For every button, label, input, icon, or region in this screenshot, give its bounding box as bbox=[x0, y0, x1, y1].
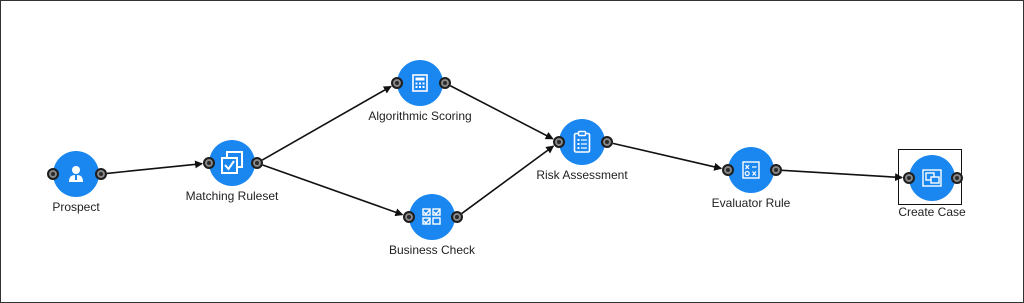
node-label: Matching Ruleset bbox=[185, 189, 279, 203]
case-icon bbox=[922, 169, 942, 187]
edge-algo-to-risk[interactable] bbox=[449, 85, 554, 140]
input-port[interactable] bbox=[553, 136, 565, 148]
node-label: Business Check bbox=[388, 243, 476, 257]
checklist-icon bbox=[422, 208, 441, 225]
clipboard-icon bbox=[573, 130, 591, 153]
input-port[interactable] bbox=[203, 157, 215, 169]
node-circle[interactable] bbox=[209, 140, 255, 186]
input-port[interactable] bbox=[391, 77, 403, 89]
node-label: Risk Assessment bbox=[536, 168, 628, 182]
node-circle[interactable] bbox=[397, 60, 443, 106]
input-port[interactable] bbox=[403, 211, 415, 223]
node-circle[interactable] bbox=[728, 147, 774, 193]
output-port[interactable] bbox=[951, 172, 963, 184]
input-port[interactable] bbox=[47, 168, 59, 180]
output-port[interactable] bbox=[95, 168, 107, 180]
edge-prospect-to-matching[interactable] bbox=[106, 160, 204, 175]
input-port[interactable] bbox=[903, 172, 915, 184]
node-label: Algorithmic Scoring bbox=[368, 109, 472, 123]
node-circle[interactable] bbox=[909, 155, 955, 201]
edge-matching-to-business[interactable] bbox=[262, 164, 404, 217]
output-port[interactable] bbox=[451, 211, 463, 223]
input-port[interactable] bbox=[722, 164, 734, 176]
node-label: Create Case bbox=[898, 205, 966, 219]
output-port[interactable] bbox=[439, 77, 451, 89]
output-port[interactable] bbox=[251, 157, 263, 169]
edge-evaluator-to-case[interactable] bbox=[781, 169, 904, 182]
node-circle[interactable] bbox=[559, 119, 605, 165]
output-port[interactable] bbox=[770, 164, 782, 176]
edge-risk-to-evaluator[interactable] bbox=[612, 142, 723, 171]
ruleset-icon bbox=[221, 151, 243, 174]
calculator-icon bbox=[412, 74, 428, 92]
edge-business-to-risk[interactable] bbox=[461, 145, 555, 215]
edge-matching-to-algo[interactable] bbox=[261, 85, 392, 161]
evaluator-icon bbox=[742, 161, 760, 179]
node-circle[interactable] bbox=[53, 151, 99, 197]
node-label: Prospect bbox=[52, 200, 100, 214]
person-icon bbox=[69, 166, 83, 182]
node-label: Evaluator Rule bbox=[711, 196, 791, 210]
output-port[interactable] bbox=[601, 136, 613, 148]
node-circle[interactable] bbox=[409, 194, 455, 240]
